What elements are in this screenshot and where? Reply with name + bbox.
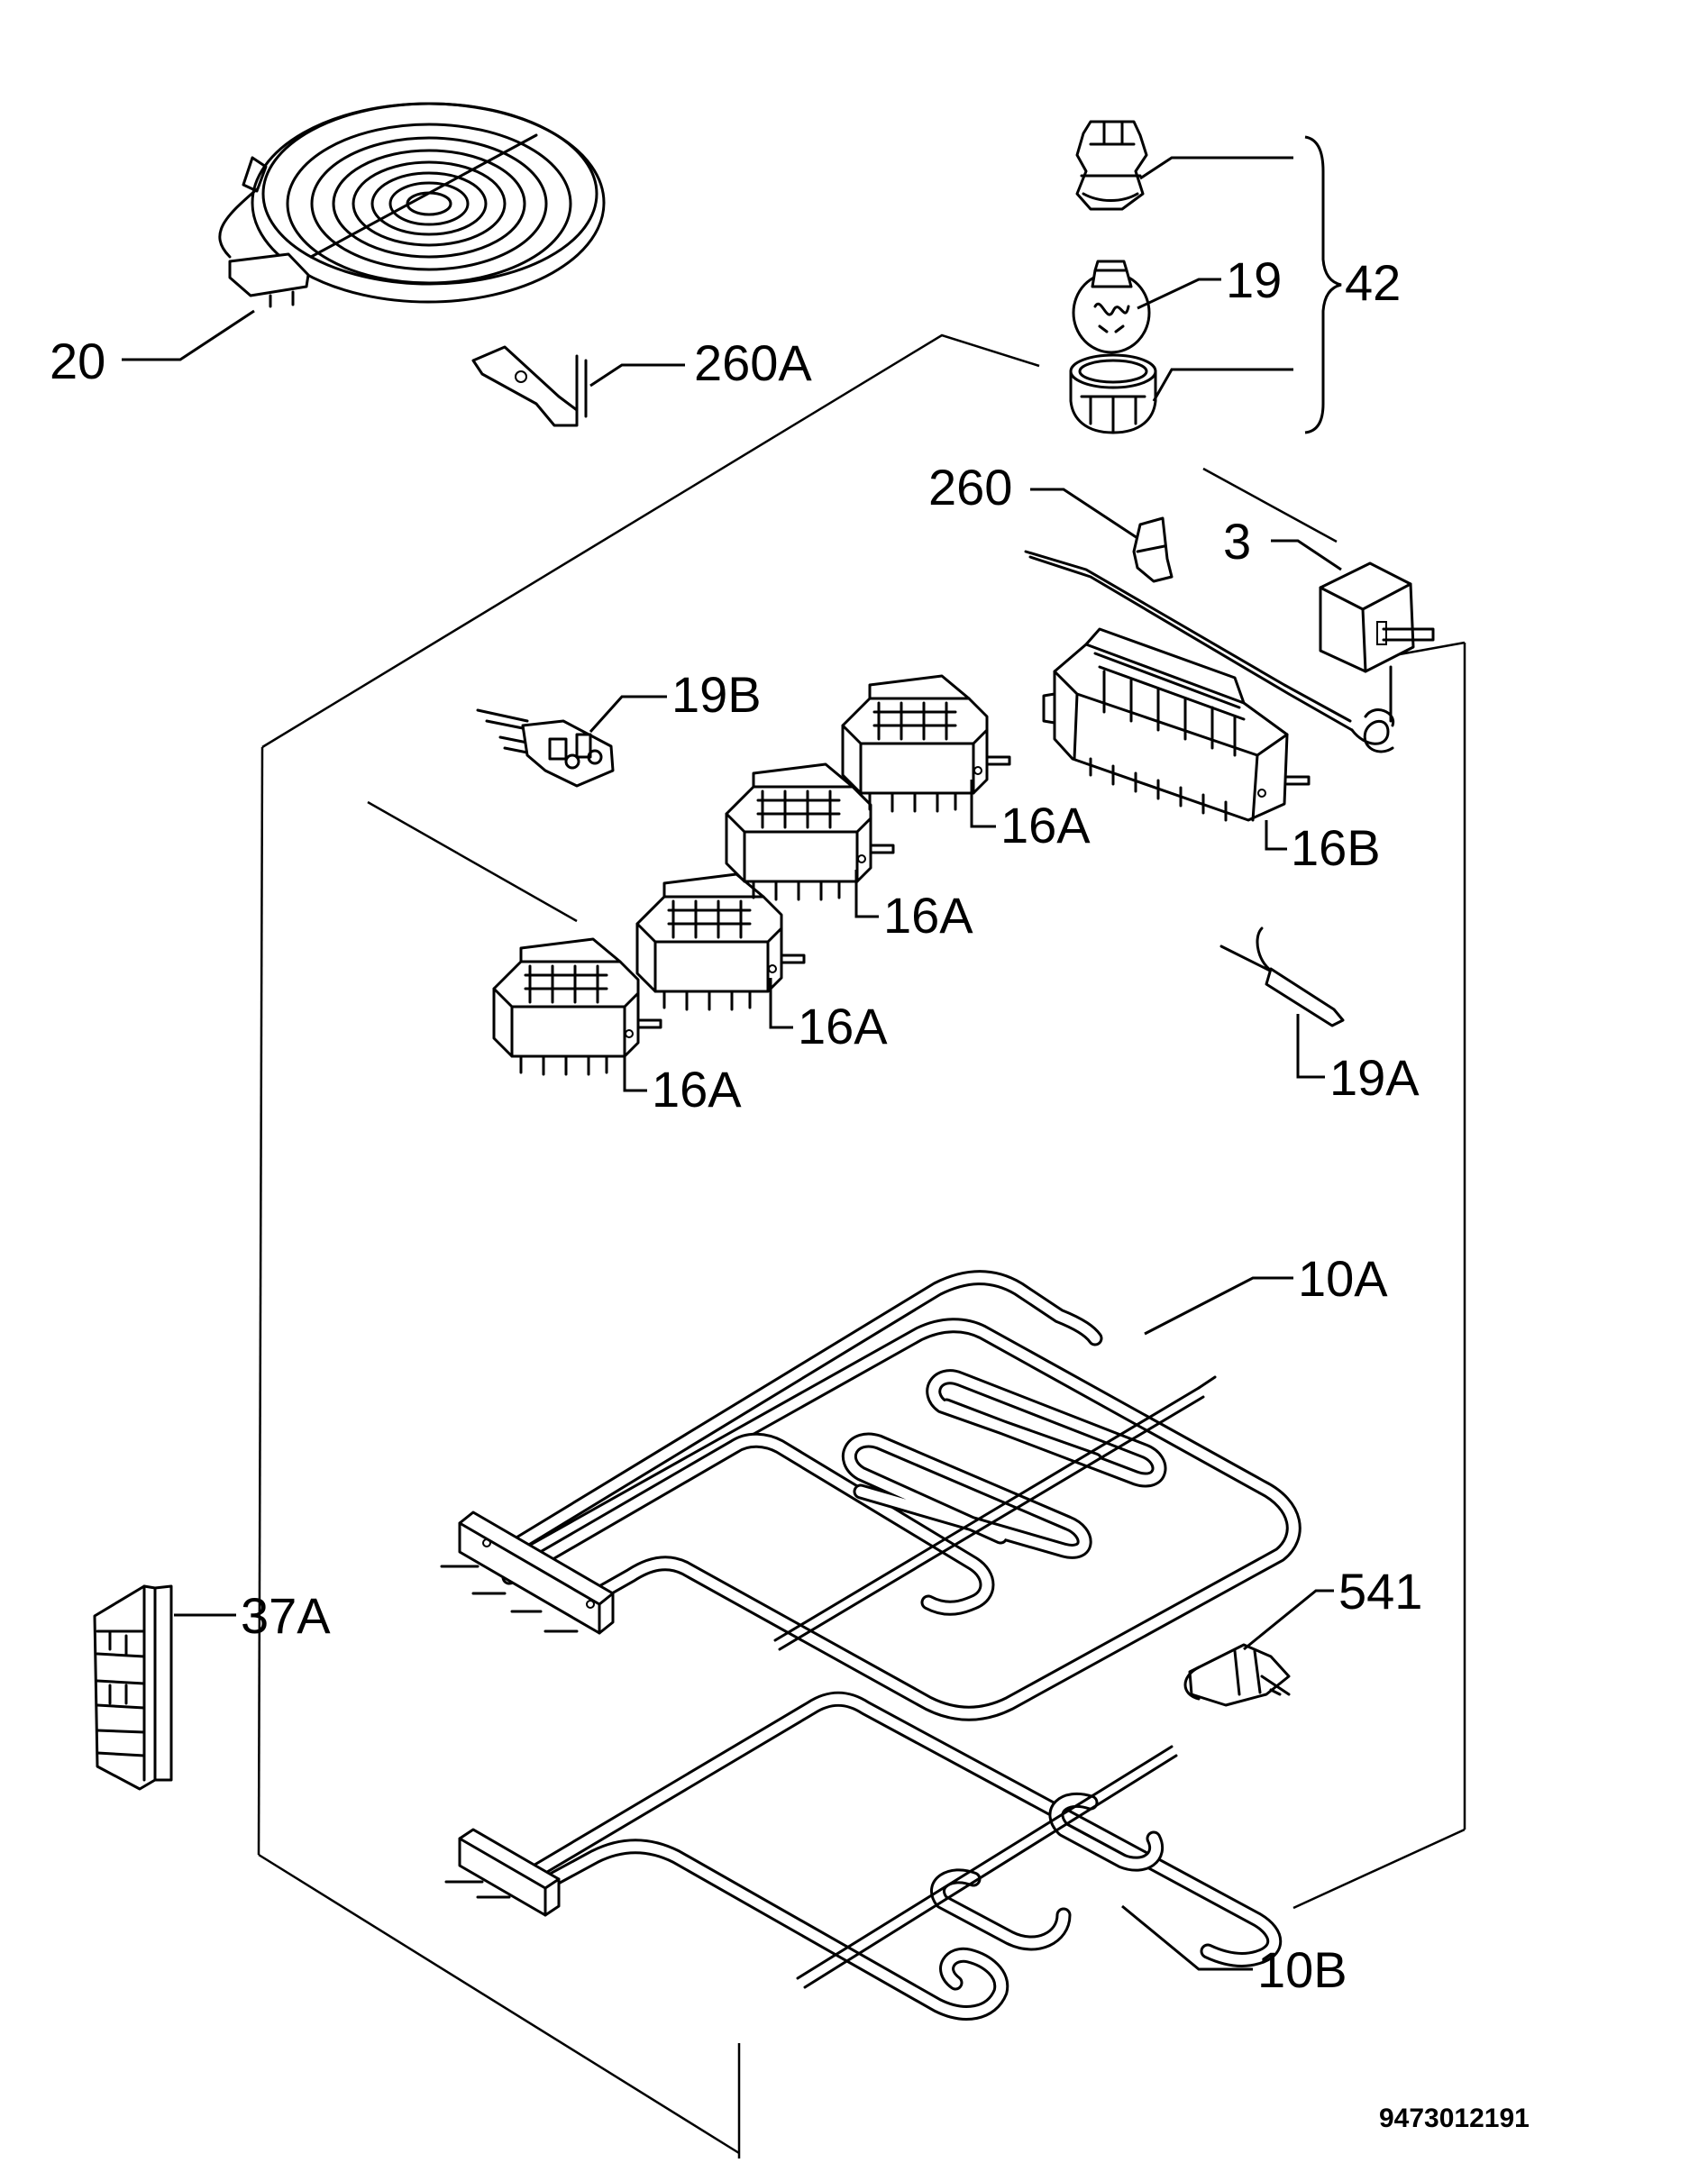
- label-16a-2: 16A: [798, 998, 888, 1054]
- housing-outline: [257, 333, 1466, 2158]
- label-260a: 260A: [694, 334, 812, 391]
- sensor-plug-19b-part: [476, 708, 615, 788]
- label-19a: 19A: [1329, 1049, 1420, 1106]
- upper-heating-element-part: [440, 1270, 1302, 1721]
- lower-heating-element-part: [444, 1691, 1283, 2021]
- label-16a-1: 16A: [652, 1061, 742, 1118]
- switch-16b-part: [1042, 627, 1311, 822]
- switch-16a-part-1: [492, 937, 662, 1076]
- terminal-block-37a-part: [93, 1584, 173, 1791]
- label-16a-3: 16A: [883, 887, 973, 944]
- label-16a-4: 16A: [1000, 797, 1091, 853]
- switch-16a-part-4: [841, 674, 1011, 813]
- thermostat-part: [1024, 550, 1435, 753]
- label-19: 19: [1226, 251, 1282, 308]
- hotplate-part: [218, 102, 606, 308]
- label-19b: 19B: [671, 666, 762, 723]
- lamp-group-bracket: [1304, 135, 1342, 434]
- label-541: 541: [1338, 1563, 1422, 1620]
- switch-16a-part-2: [635, 872, 806, 1011]
- clip-260-part: [1132, 516, 1174, 583]
- lamp-cover-part: [1069, 353, 1157, 434]
- probe-19a-part: [1219, 926, 1345, 1027]
- label-16b: 16B: [1291, 819, 1381, 876]
- drawing-number: 9473012191: [1379, 2104, 1530, 2133]
- label-260: 260: [928, 459, 1012, 516]
- label-37a: 37A: [241, 1587, 331, 1644]
- label-20: 20: [50, 333, 105, 389]
- label-10a: 10A: [1298, 1250, 1388, 1307]
- leader-lines: [122, 156, 1342, 1971]
- lamp-bulb-part: [1072, 260, 1151, 354]
- bracket-260a-part: [471, 345, 588, 427]
- label-3: 3: [1223, 513, 1251, 570]
- lamp-holder-part: [1075, 120, 1148, 211]
- label-42: 42: [1345, 254, 1401, 311]
- label-10b: 10B: [1257, 1941, 1347, 1998]
- connector-541-part: [1183, 1643, 1291, 1707]
